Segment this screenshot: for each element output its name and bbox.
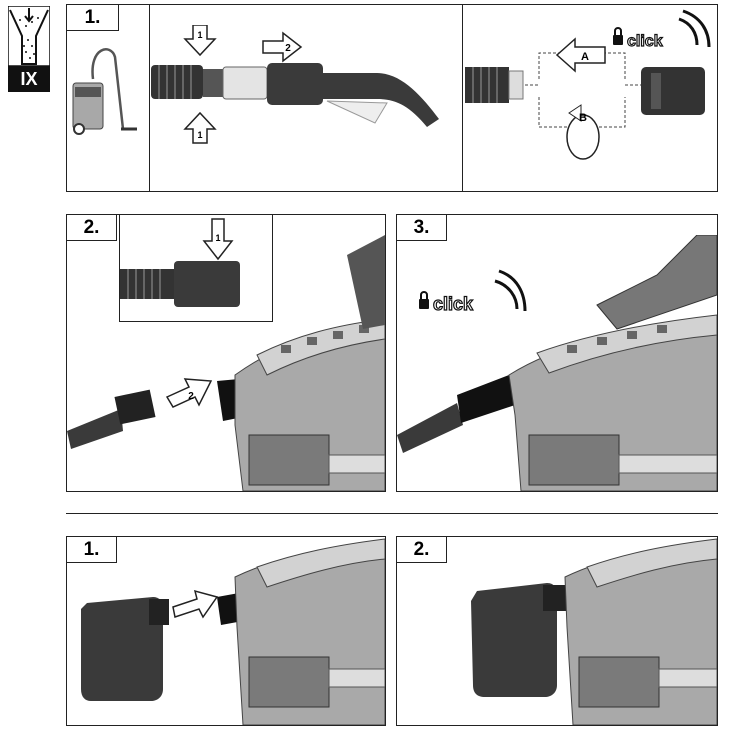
click-sound-icon: click — [419, 269, 527, 315]
click-sound-icon: click — [613, 9, 711, 51]
dust-bag-step-1-panel: 1. — [66, 536, 386, 726]
dust-extraction-badge: IX — [8, 6, 50, 92]
section-divider — [66, 513, 718, 514]
option-b-rotate-icon: B — [566, 104, 600, 160]
arrow-number: 2 — [285, 43, 291, 54]
vacuum-cleaner-illustration — [72, 48, 137, 135]
adapter-detail-illustration: 1 — [120, 218, 240, 307]
step-number: 2. — [397, 537, 447, 563]
saw-hose-illustration: 2 — [67, 235, 385, 491]
step-number: 3. — [397, 215, 447, 241]
option-a-arrow: A — [555, 37, 606, 73]
insert-arrow — [172, 589, 219, 619]
step-1-panel: 1. 1 1 2 — [66, 4, 718, 192]
slide-arrow: 2 — [262, 31, 303, 63]
option-label: A — [581, 51, 589, 63]
push-down-arrow: 1 — [183, 25, 217, 57]
connect-options-illustration: A B click — [465, 9, 711, 160]
step-2-panel: 2. 1 2 — [66, 214, 386, 492]
dust-bag-attached-illustration — [471, 538, 717, 725]
adapter-detail-inset: 1 — [119, 215, 273, 322]
step-3-panel: 3. click — [396, 214, 718, 492]
option-label: B — [579, 112, 587, 124]
step-number: 2. — [67, 215, 117, 241]
dust-bag-insert-illustration — [81, 538, 385, 725]
arrow-number: 1 — [197, 30, 202, 40]
step-number: 1. — [67, 537, 117, 563]
arrow-number: 1 — [215, 233, 220, 243]
arrow-number: 1 — [197, 130, 202, 140]
arrow-number: 2 — [188, 391, 194, 402]
dust-bag-step-2-panel: 2. — [396, 536, 718, 726]
dust-funnel-icon — [8, 6, 50, 66]
saw-hose-connected-illustration: click — [397, 235, 717, 491]
insert-hose-arrow: 2 — [165, 378, 213, 408]
badge-label: IX — [8, 66, 50, 92]
step-number: 1. — [67, 5, 119, 31]
insert-arrow-detail: 1 — [202, 218, 234, 261]
push-up-arrow: 1 — [183, 111, 217, 144]
click-label: click — [627, 33, 663, 50]
click-label: click — [433, 294, 474, 314]
hose-adapter-illustration: 1 1 2 — [151, 25, 439, 144]
